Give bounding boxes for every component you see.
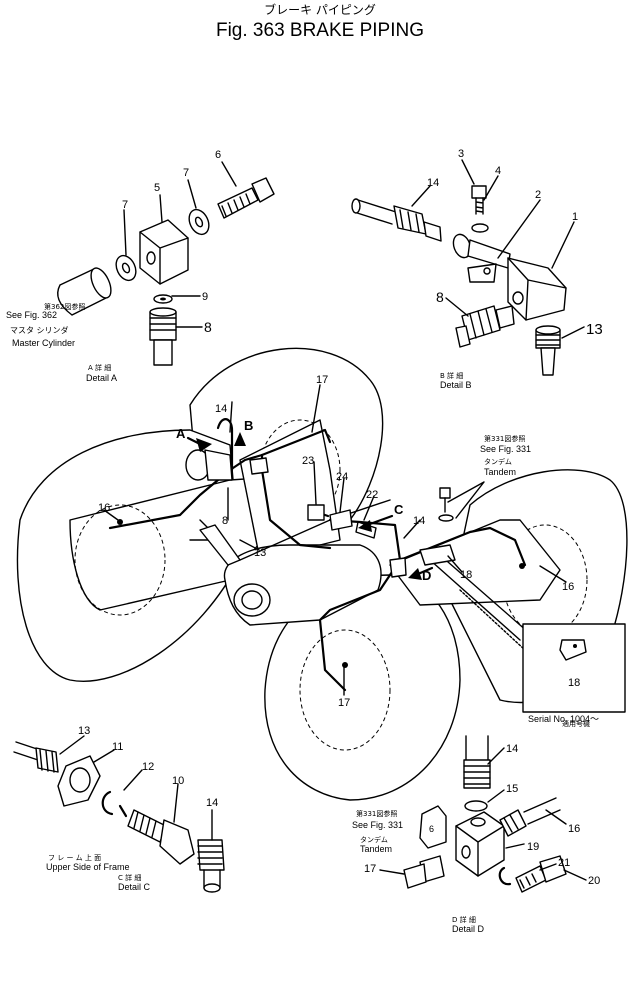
- detail-b-drawing: [351, 159, 585, 376]
- part-10: 10: [172, 775, 184, 787]
- note-tandem2-jp: タンデム: [360, 835, 388, 844]
- note-frame-jp: フ レ ー ム 上 面: [48, 853, 101, 862]
- part-7-left: 7: [122, 199, 128, 211]
- part-4: 4: [495, 165, 501, 177]
- note-fig331-en: See Fig. 331: [480, 444, 531, 454]
- part-3: 3: [458, 148, 464, 160]
- part-2: 2: [535, 189, 541, 201]
- part-16-b: 16: [562, 581, 574, 593]
- part-13-b: 13: [586, 321, 603, 338]
- note-tandem2-en: Tandem: [360, 844, 392, 854]
- title-english: Fig. 363 BRAKE PIPING: [216, 20, 424, 41]
- part-14-b: 14: [427, 177, 439, 189]
- part-6: 6: [215, 149, 221, 161]
- part-9: 9: [202, 291, 208, 303]
- chassis-drawing: [16, 347, 628, 801]
- part-14-a: 14: [215, 403, 227, 415]
- part-22: 22: [366, 489, 378, 501]
- part-17-b: 17: [338, 697, 350, 709]
- view-letter-d: D: [422, 568, 431, 583]
- part-7-right: 7: [183, 167, 189, 179]
- note-frame-en: Upper Side of Frame: [46, 862, 130, 872]
- detail-b-en: Detail B: [440, 380, 472, 390]
- part-number-callouts: 6 7 5 7 9 8 3 4 14 2 1 8 13 17 14 23 24 …: [78, 148, 603, 887]
- part-5: 5: [154, 182, 160, 194]
- part-14-d: 14: [206, 797, 218, 809]
- detail-c-en: Detail C: [118, 882, 151, 892]
- part-6-mark: 6: [429, 824, 434, 834]
- part-18-a: 18: [460, 569, 472, 581]
- note-fig331-jp: 第331図参照: [484, 434, 525, 443]
- part-17-c: 17: [364, 863, 376, 875]
- part-13-c: 13: [78, 725, 90, 737]
- part-11: 11: [112, 741, 123, 753]
- title-japanese: ブレーキ パイピング: [264, 2, 376, 17]
- part-8-b: 8: [436, 289, 444, 305]
- part-20: 20: [588, 875, 600, 887]
- view-letter-b: B: [244, 418, 253, 433]
- view-letter-c: C: [394, 502, 404, 517]
- detail-d-en: Detail D: [452, 924, 485, 934]
- note-fig331b-jp: 第331図参照: [356, 809, 397, 818]
- part-21: 21: [558, 857, 570, 869]
- part-8-c: 8: [222, 515, 228, 527]
- detail-a-drawing: [57, 161, 275, 366]
- part-24: 24: [336, 471, 348, 483]
- part-19: 19: [527, 841, 539, 853]
- part-15: 15: [506, 783, 518, 795]
- note-tandem-en: Tandem: [484, 467, 516, 477]
- note-master-jp: マスタ シリンダ: [10, 325, 69, 335]
- note-fig362-jp: 第362図参照: [44, 302, 85, 311]
- part-16-a: 16: [98, 502, 110, 514]
- detail-d-jp: D 詳 細: [452, 915, 476, 924]
- detail-c-jp: C 詳 細: [118, 873, 141, 882]
- note-fig331b-en: See Fig. 331: [352, 820, 403, 830]
- part-14-c: 14: [413, 515, 425, 527]
- note-serial-en: Serial No. 1004～: [528, 714, 599, 724]
- part-23: 23: [302, 455, 314, 467]
- detail-c-drawing: [13, 735, 225, 893]
- part-13-a: 13: [254, 547, 266, 559]
- note-tandem-jp: タンデム: [484, 457, 512, 466]
- detail-d-drawing: [379, 735, 587, 893]
- part-8-a: 8: [204, 319, 212, 335]
- note-serial-jp: 適用号機: [562, 719, 590, 728]
- detail-b-jp: B 詳 細: [440, 371, 463, 380]
- detail-a-jp: A 詳 細: [88, 363, 111, 372]
- part-12: 12: [142, 761, 154, 773]
- part-16-c: 16: [568, 823, 580, 835]
- part-14-e: 14: [506, 743, 518, 755]
- part-1: 1: [572, 211, 578, 223]
- note-master-en: Master Cylinder: [12, 338, 75, 348]
- part-17-a: 17: [316, 374, 328, 386]
- detail-a-en: Detail A: [86, 373, 117, 383]
- note-fig362-en: See Fig. 362: [6, 310, 57, 320]
- serial-inset: [522, 623, 626, 713]
- part-18-b: 18: [568, 677, 580, 689]
- view-letter-a: A: [176, 426, 186, 441]
